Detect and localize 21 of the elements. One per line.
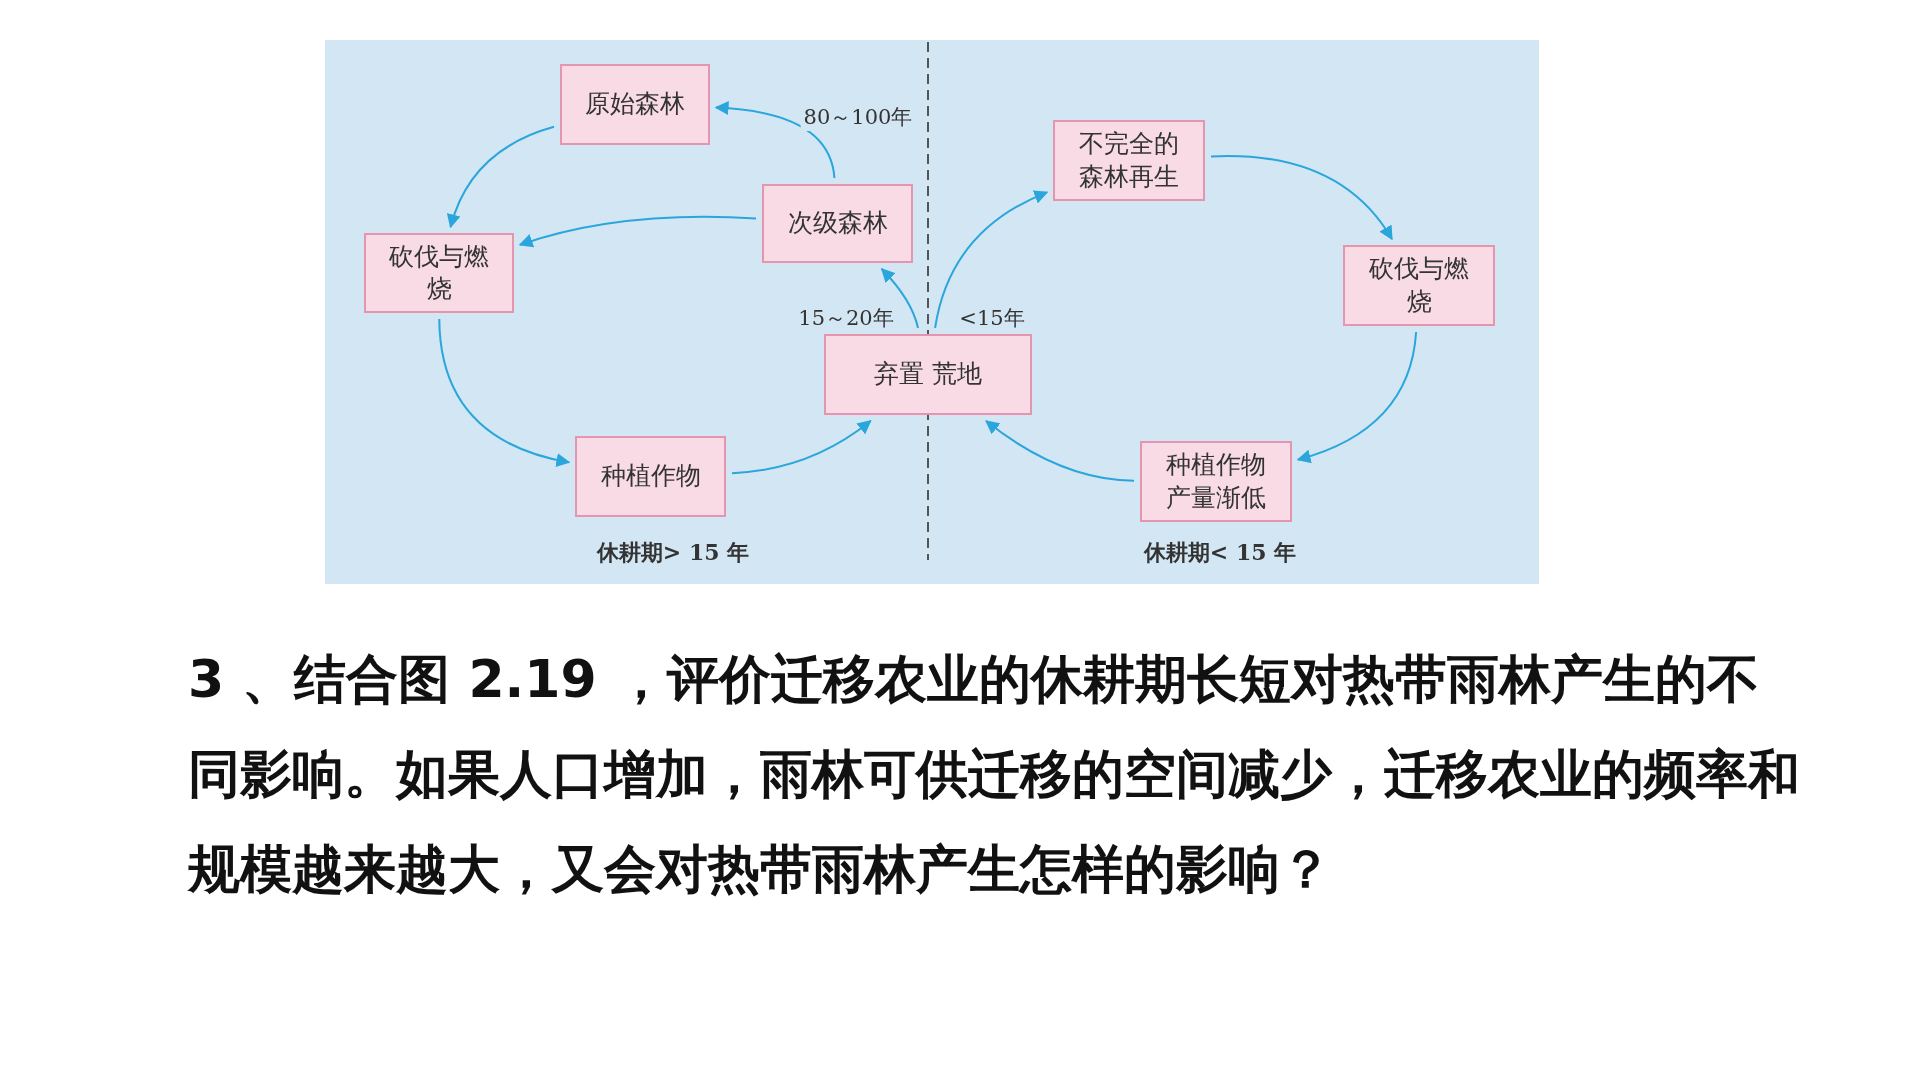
- section-label: 休耕期< 15 年: [1143, 538, 1297, 567]
- arrow: [518, 215, 757, 248]
- process-box: 砍伐与燃烧: [364, 233, 514, 313]
- process-box: 不完全的森林再生: [1053, 120, 1205, 201]
- arrow: [985, 420, 1135, 482]
- process-box: 原始森林: [560, 64, 710, 145]
- question-text: 3 、结合图 2.19 ，评价迁移农业的休耕期长短对热带雨林产生的不同影响。如果人口增加，雨林可供迁移的空间减少，迁移农业的频率和规模越来越大，又会对热带雨林产生怎样的影响？: [188, 648, 1801, 901]
- section-label: 休耕期> 15 年: [596, 538, 750, 567]
- process-box: 砍伐与燃烧: [1343, 245, 1495, 326]
- arrow: [714, 101, 836, 179]
- arrow: [880, 268, 919, 329]
- process-box: 种植作物产量渐低: [1140, 441, 1292, 522]
- arrow: [731, 420, 872, 475]
- arrow: [1296, 331, 1418, 463]
- arrow: [1210, 155, 1393, 241]
- process-box: 弃置 荒地: [824, 334, 1032, 415]
- arrow: [447, 125, 555, 229]
- arrow: [934, 190, 1049, 329]
- arrow: [438, 318, 571, 467]
- process-box: 种植作物: [575, 436, 726, 517]
- process-box: 次级森林: [762, 184, 913, 263]
